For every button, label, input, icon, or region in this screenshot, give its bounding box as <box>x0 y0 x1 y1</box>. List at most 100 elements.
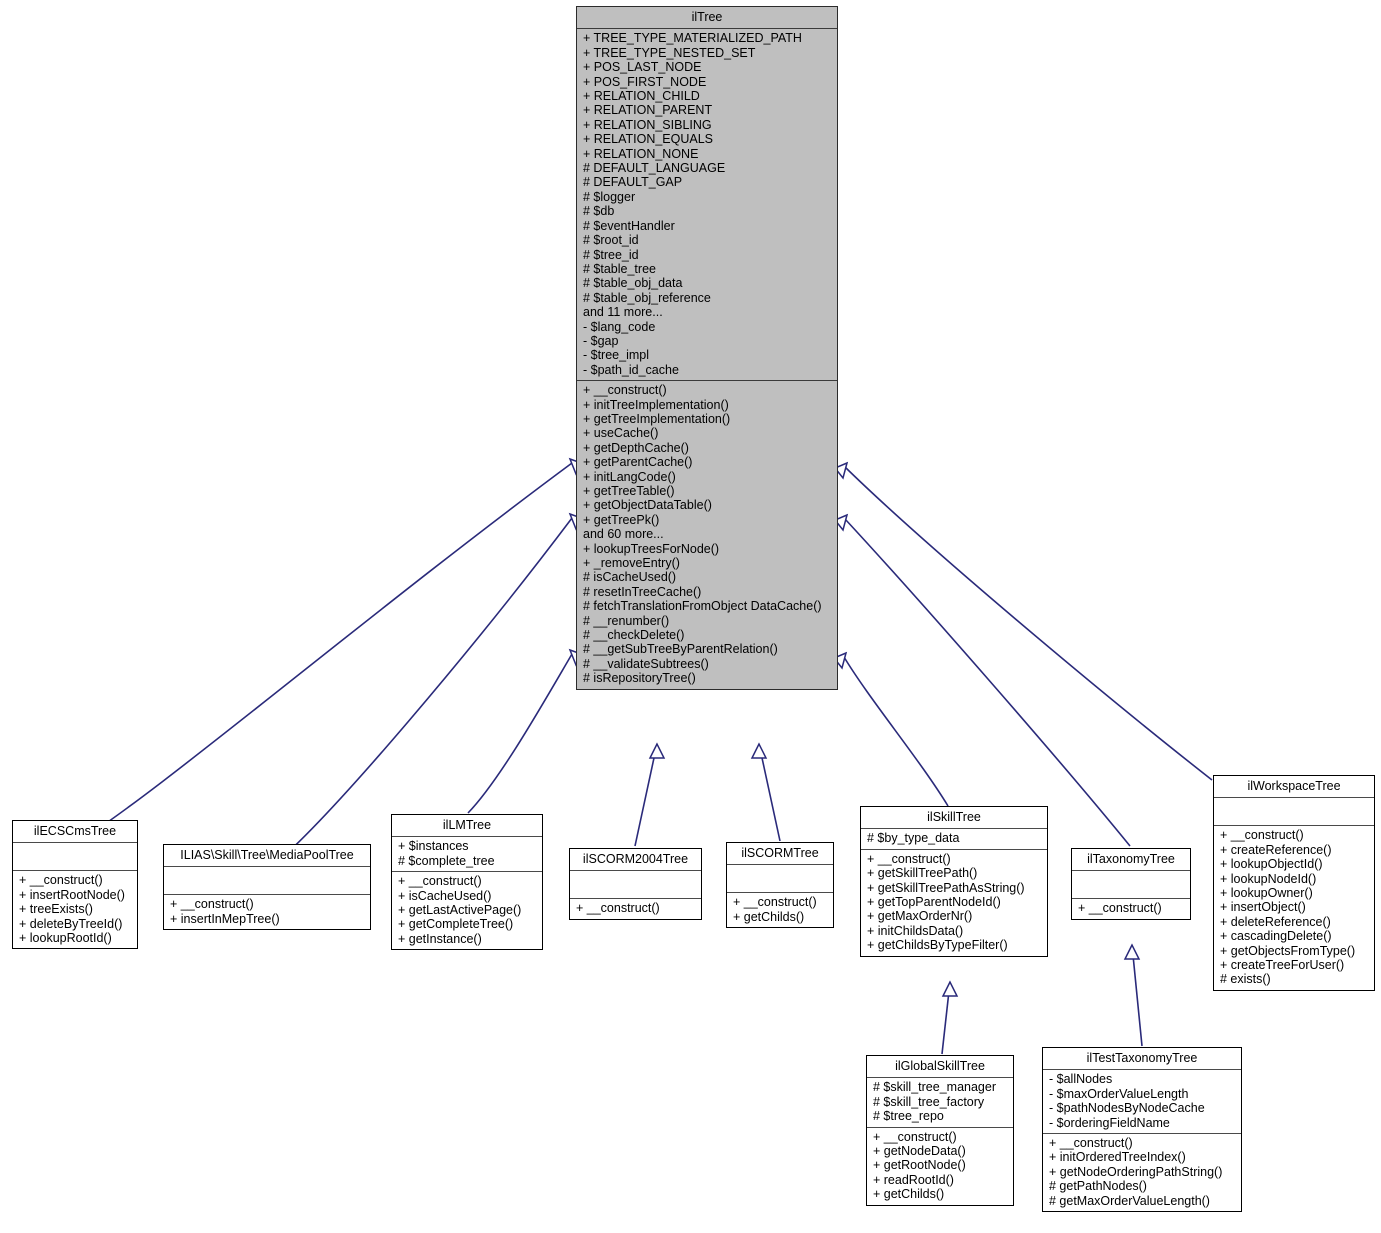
operation-line: + lookupOwner() <box>1220 886 1313 901</box>
class-node-ilecscmstree[interactable]: ilECSCmsTree + __construct() + insertRoo… <box>12 820 138 950</box>
class-node-ilscorm2004tree[interactable]: ilSCORM2004Tree + __construct() <box>569 848 702 920</box>
attribute-line: + RELATION_NONE <box>583 146 699 161</box>
operation-line: + getCompleteTree() <box>398 917 514 932</box>
operation-line: + __construct() <box>398 874 482 889</box>
operation-line: + getChilds() <box>873 1187 945 1202</box>
operation-line: + __construct() <box>733 895 817 910</box>
edge-illmtree-iltree <box>467 653 573 814</box>
edge-iltesttaxonomytree-iltaxonomytree <box>1131 944 1143 1047</box>
attribute-line: - $allNodes <box>1049 1072 1113 1087</box>
attribute-line: + RELATION_CHILD <box>583 89 700 104</box>
class-node-mediapooltree[interactable]: ILIAS\Skill\Tree\MediaPoolTree + __const… <box>163 844 371 931</box>
class-title-ilecscmstree: ilECSCmsTree <box>13 821 137 844</box>
operation-line: + getObjectsFromType() <box>1220 943 1356 958</box>
attribute-line: # $eventHandler <box>583 218 675 233</box>
class-operations-ilskilltree: + __construct() + getSkillTreePath() + g… <box>861 850 1047 956</box>
attribute-line: # $table_obj_data <box>583 276 683 291</box>
operation-line: + isCacheUsed() <box>398 888 492 903</box>
class-title-mediapooltree: ILIAS\Skill\Tree\MediaPoolTree <box>164 845 370 868</box>
operation-line: + getInstance() <box>398 931 482 946</box>
operation-line: + createReference() <box>1220 842 1332 857</box>
class-operations-ilscorm2004tree: + __construct() <box>570 899 701 918</box>
class-attributes-iltree: + TREE_TYPE_MATERIALIZED_PATH + TREE_TYP… <box>577 29 837 382</box>
operation-line: + getChildsByTypeFilter() <box>867 938 1008 953</box>
operation-line: + lookupRootId() <box>19 931 112 946</box>
class-operations-iltaxonomytree: + __construct() <box>1072 899 1190 918</box>
class-node-ilworkspacetree[interactable]: ilWorkspaceTree + __construct() + create… <box>1213 775 1375 991</box>
operation-line: + __construct() <box>576 901 660 916</box>
operation-line: + insertRootNode() <box>19 887 125 902</box>
class-node-ilskilltree[interactable]: ilSkillTree # $by_type_data + __construc… <box>860 806 1048 957</box>
operation-line: + lookupObjectId() <box>1220 857 1323 872</box>
class-operations-iltesttaxonomytree: + __construct() + initOrderedTreeIndex()… <box>1043 1134 1241 1211</box>
edge-ilskilltree-iltree <box>843 656 949 807</box>
attribute-line: # $skill_tree_factory <box>873 1094 985 1109</box>
operation-line: + getMaxOrderNr() <box>867 909 973 924</box>
edge-ilglobalskilltree-ilskilltree <box>941 981 951 1055</box>
class-operations-ilscormtree: + __construct() + getChilds() <box>727 893 833 927</box>
attribute-line: - $maxOrderValueLength <box>1049 1086 1189 1101</box>
class-title-illmtree: ilLMTree <box>392 815 542 838</box>
arrowhead-generalization <box>941 980 959 997</box>
operation-line: + _removeEntry() <box>583 556 680 571</box>
edge-ilworkspacetree-iltree <box>844 466 1213 781</box>
operation-line: + cascadingDelete() <box>1220 929 1332 944</box>
operation-line: # getPathNodes() <box>1049 1179 1147 1194</box>
attribute-line: # $complete_tree <box>398 853 495 868</box>
edge-ilscormtree-iltree <box>758 743 781 842</box>
operation-line: # isRepositoryTree() <box>583 671 696 686</box>
operation-line: + getDepthCache() <box>583 440 689 455</box>
class-node-iltaxonomytree[interactable]: ilTaxonomyTree + __construct() <box>1071 848 1191 920</box>
operation-line: + __construct() <box>1049 1136 1133 1151</box>
operation-line: + getTopParentNodeId() <box>867 895 1001 910</box>
operation-line: + initOrderedTreeIndex() <box>1049 1150 1186 1165</box>
operation-line: + __construct() <box>19 873 103 888</box>
class-node-iltesttaxonomytree[interactable]: ilTestTaxonomyTree - $allNodes - $maxOrd… <box>1042 1047 1242 1213</box>
class-attributes-mediapooltree <box>164 867 370 896</box>
operation-line: + insertInMepTree() <box>170 911 280 926</box>
attribute-line: + POS_LAST_NODE <box>583 60 702 75</box>
attribute-line: and 11 more... <box>583 305 663 320</box>
class-title-iltaxonomytree: ilTaxonomyTree <box>1072 849 1190 872</box>
operation-line: + lookupNodeId() <box>1220 871 1317 886</box>
operation-line: + __construct() <box>170 897 254 912</box>
attribute-line: # $tree_id <box>583 247 639 262</box>
class-title-ilscormtree: ilSCORMTree <box>727 843 833 866</box>
arrowhead-generalization <box>750 742 768 759</box>
attribute-line: # $logger <box>583 189 636 204</box>
class-node-illmtree[interactable]: ilLMTree + $instances # $complete_tree +… <box>391 814 543 951</box>
operation-line: + getParentCache() <box>583 455 693 470</box>
attribute-line: - $tree_impl <box>583 348 649 363</box>
class-node-ilglobalskilltree[interactable]: ilGlobalSkillTree # $skill_tree_manager … <box>866 1055 1014 1206</box>
edge-ilecscmstree-iltree <box>69 462 573 848</box>
operation-line: + getLastActivePage() <box>398 903 522 918</box>
attribute-line: + POS_FIRST_NODE <box>583 74 707 89</box>
operation-line: + getSkillTreePathAsString() <box>867 880 1025 895</box>
operation-line: + createTreeForUser() <box>1220 958 1345 973</box>
operation-line: + readRootId() <box>873 1172 954 1187</box>
operation-line: + __construct() <box>583 383 667 398</box>
attribute-line: + TREE_TYPE_MATERIALIZED_PATH <box>583 31 802 46</box>
attribute-line: - $path_id_cache <box>583 362 679 377</box>
class-title-ilscorm2004tree: ilSCORM2004Tree <box>570 849 701 872</box>
class-attributes-iltesttaxonomytree: - $allNodes - $maxOrderValueLength - $pa… <box>1043 1070 1241 1135</box>
operation-line: + getSkillTreePath() <box>867 866 978 881</box>
attribute-line: + $instances <box>398 839 469 854</box>
attribute-line: + TREE_TYPE_NESTED_SET <box>583 45 756 60</box>
class-title-ilglobalskilltree: ilGlobalSkillTree <box>867 1056 1013 1079</box>
class-attributes-ilecscmstree <box>13 843 137 872</box>
operation-line: + __construct() <box>867 851 951 866</box>
attribute-line: + RELATION_EQUALS <box>583 132 714 147</box>
attribute-line: # $tree_repo <box>873 1109 944 1124</box>
class-node-iltree[interactable]: ilTree + TREE_TYPE_MATERIALIZED_PATH + T… <box>576 6 838 690</box>
class-attributes-ilglobalskilltree: # $skill_tree_manager # $skill_tree_fact… <box>867 1078 1013 1128</box>
operation-line: # __checkDelete() <box>583 628 685 643</box>
operation-line: + getNodeData() <box>873 1144 966 1159</box>
operation-line: + deleteByTreeId() <box>19 916 123 931</box>
edge-iltaxonomytree-iltree <box>844 518 1131 847</box>
operation-line: + getNodeOrderingPathString() <box>1049 1164 1223 1179</box>
operation-line: # __getSubTreeByParentRelation() <box>583 642 778 657</box>
class-node-ilscormtree[interactable]: ilSCORMTree + __construct() + getChilds(… <box>726 842 834 929</box>
attribute-line: # $root_id <box>583 233 639 248</box>
